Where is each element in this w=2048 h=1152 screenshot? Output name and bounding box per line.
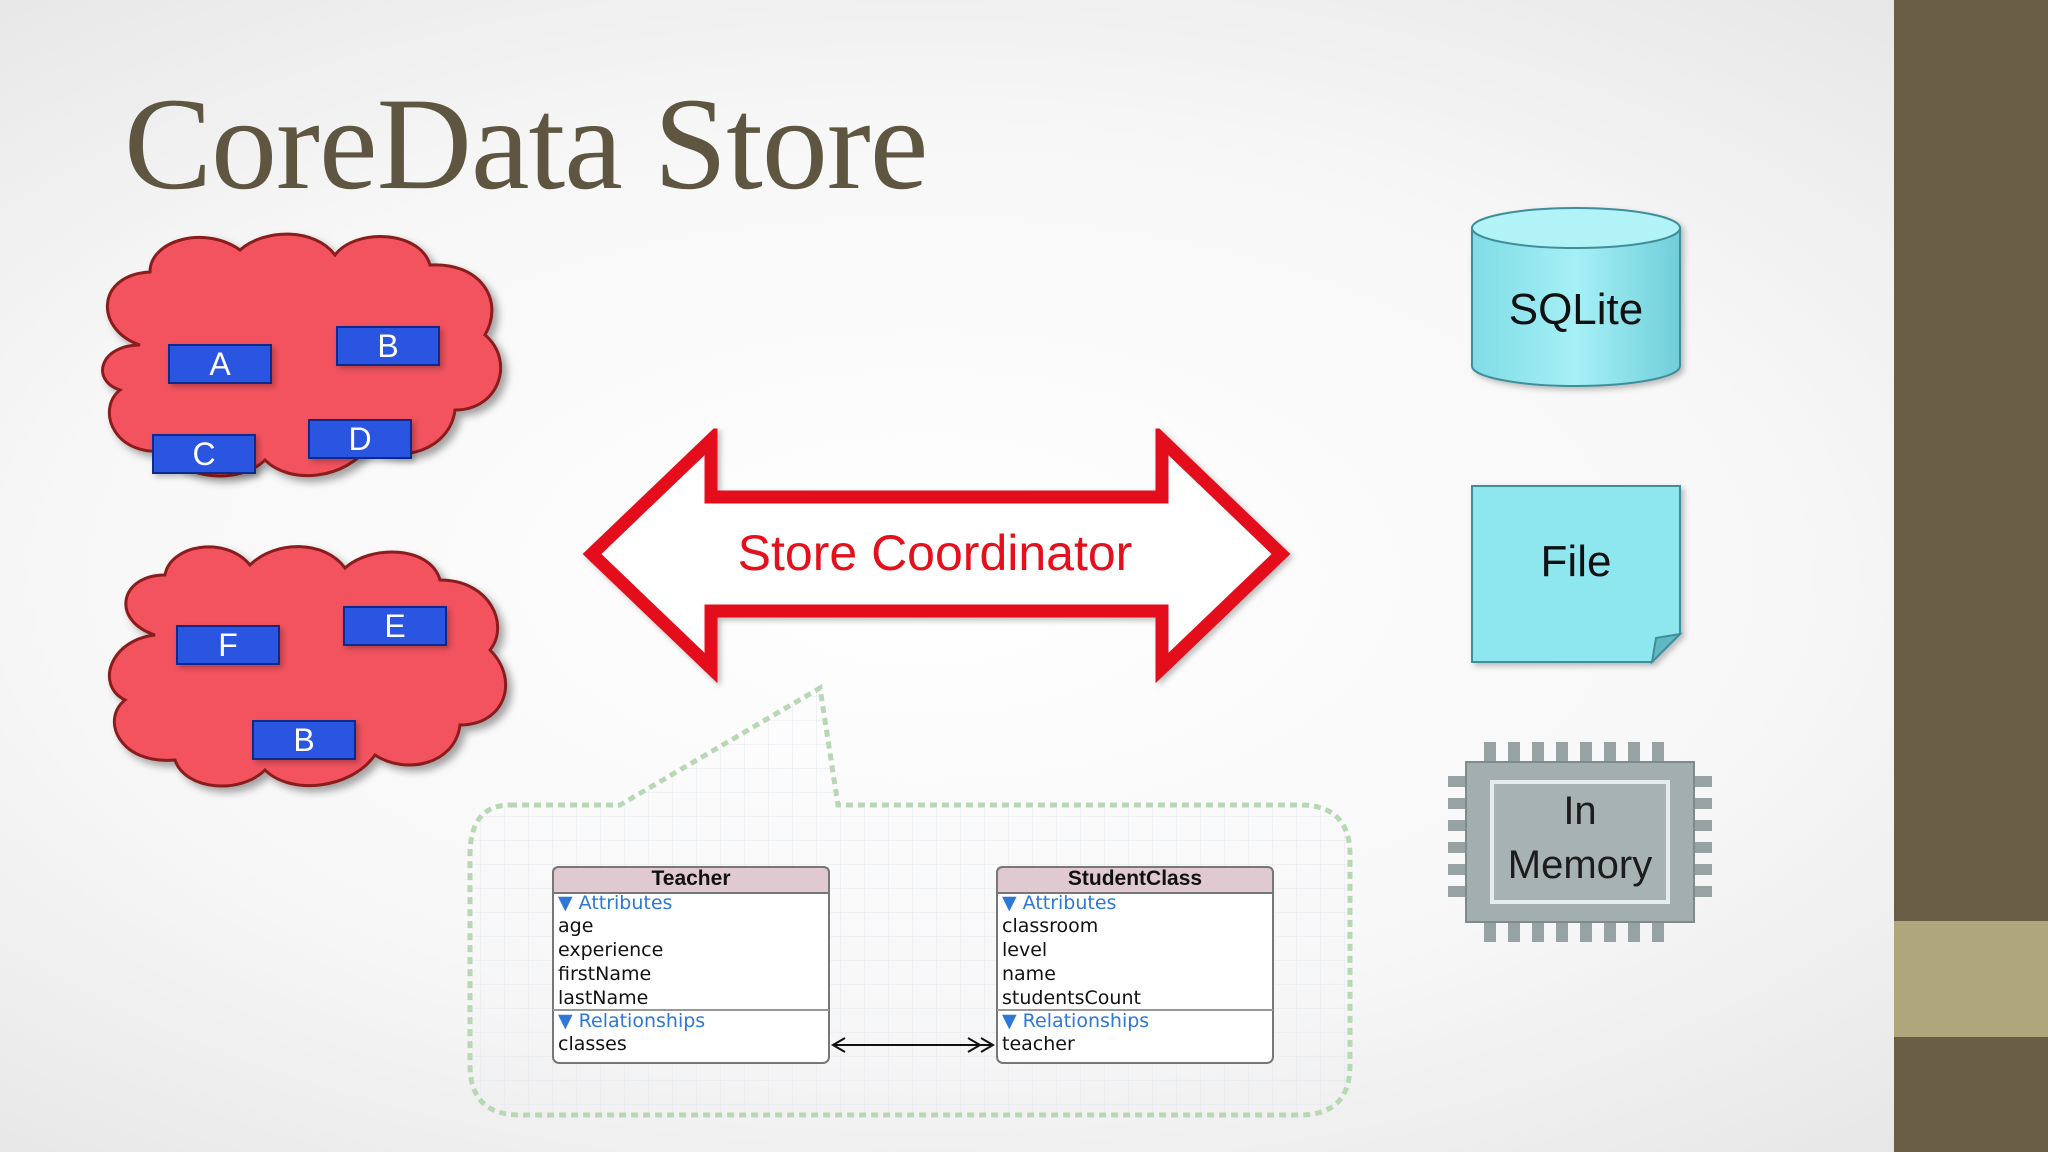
object-box-b2 [252,720,356,760]
memory-label: In Memory [1492,784,1668,892]
sqlite-label: SQLite [1508,285,1644,334]
object-label-c: C [192,435,216,472]
slide-title: CoreData Store [124,70,928,217]
entity-studentclass [996,866,1274,1064]
relationship-line [831,1037,995,1053]
object-box-a [168,344,272,384]
teacher-entity-title: Teacher [651,867,731,890]
object-box-e [343,606,447,646]
sidebar-accent [1894,921,2048,1037]
object-label-f: F [218,626,238,663]
object-box-f [176,625,280,665]
memory-store-chip [1448,742,1712,942]
file-label: File [1540,537,1612,586]
teacher-attr-firstname: firstName [558,963,652,985]
studentclass-attr-classroom: classroom [1002,915,1099,937]
studentclass-entity-title: StudentClass [1067,867,1203,890]
teacher-attributes-header: ▼ Attributes [558,892,673,914]
studentclass-rel-teacher: teacher [1002,1033,1075,1055]
studentclass-attr-level: level [1002,939,1048,961]
file-store-page [1471,485,1683,665]
memory-label-line1: In [1563,789,1597,833]
object-label-b2: B [293,721,315,758]
memory-label-line2: Memory [1507,843,1653,887]
store-coordinator-label: Store Coordinator [737,525,1133,581]
object-box-c [152,434,256,474]
teacher-attr-lastname: lastName [558,987,649,1009]
studentclass-attributes-header: ▼ Attributes [1002,892,1117,914]
teacher-rel-classes: classes [558,1033,627,1055]
object-label-e: E [384,607,406,644]
studentclass-attr-studentscount: studentsCount [1002,987,1141,1009]
studentclass-attr-name: name [1002,963,1056,985]
teacher-attr-experience: experience [558,939,664,961]
teacher-attr-age: age [558,915,594,937]
sqlite-store-cylinder [1471,207,1681,387]
entity-teacher [552,866,830,1064]
object-label-b: B [377,327,399,364]
object-label-a: A [209,345,231,382]
store-coordinator-arrow [582,424,1291,684]
object-box-d [308,419,412,459]
teacher-relationships-header: ▼ Relationships [558,1010,706,1032]
studentclass-relationships-header: ▼ Relationships [1002,1010,1150,1032]
object-label-d: D [348,420,372,457]
object-box-b [336,326,440,366]
